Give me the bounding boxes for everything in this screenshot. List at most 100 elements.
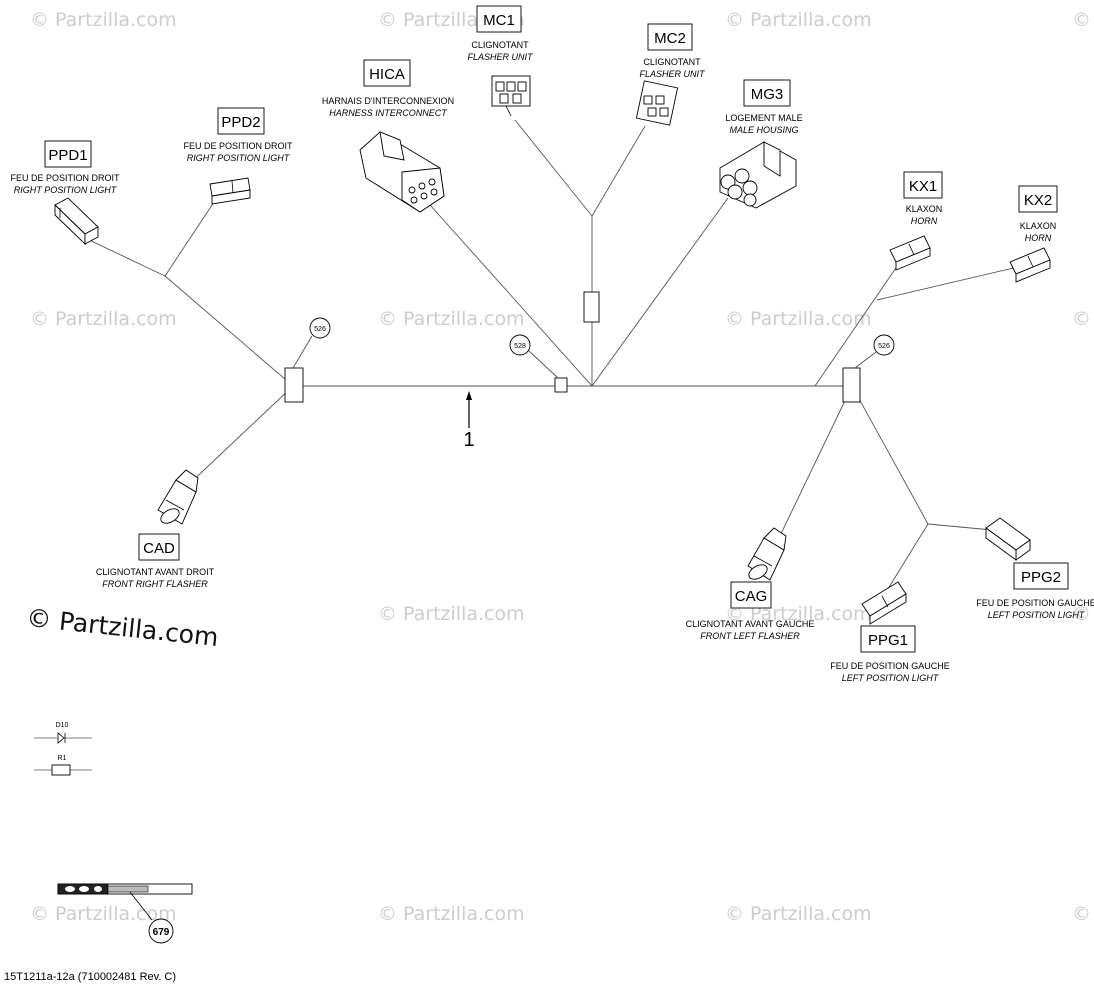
mc1-en: FLASHER UNIT	[467, 52, 534, 62]
ref-number: 528	[514, 343, 526, 350]
ref-callouts: 526 528 526	[292, 317, 895, 379]
hica-label-box	[363, 59, 411, 87]
ref-callout-526	[309, 317, 331, 339]
cag-code: CAG	[735, 588, 768, 605]
ref-callout-528	[509, 334, 531, 356]
hica-code: HICA	[369, 66, 405, 83]
resistor-icon	[51, 764, 71, 776]
part-number-callout: 1	[463, 391, 475, 451]
ppd2-fr: FEU DE POSITION DROIT	[183, 141, 293, 151]
mc1-fr: CLIGNOTANT	[471, 40, 529, 50]
part-number: 1	[463, 429, 474, 451]
splice-left	[284, 367, 304, 403]
kx1-code: KX1	[909, 178, 937, 195]
wire-mc2	[591, 125, 646, 217]
arrow-head-icon	[466, 391, 472, 400]
resistor-label: R1	[58, 755, 67, 762]
harness-wires	[84, 119, 1023, 593]
ppg2-connector-icon	[985, 517, 1031, 561]
wire-ppd2	[164, 195, 219, 277]
kx2-en: HORN	[1025, 233, 1052, 243]
wire-mc1	[514, 119, 593, 217]
watermark: © Partzilla.com	[725, 603, 872, 625]
watermark: © Partzilla.com	[725, 903, 872, 925]
splice-center	[554, 377, 568, 393]
wire-to-ppd-junction	[164, 275, 294, 387]
ppd2-connector-icon	[209, 177, 251, 205]
cag-label-box	[730, 581, 772, 609]
kx1-en: HORN	[911, 216, 938, 226]
mg3-en: MALE HOUSING	[729, 125, 798, 135]
watermark: © Partzilla.com	[1072, 308, 1094, 330]
watermark: © Partzilla.com	[725, 9, 872, 31]
kx1-connector-icon	[889, 235, 931, 271]
wire-cad	[184, 385, 294, 489]
watermark: © Partzilla.com	[378, 903, 525, 925]
mc1-code: MC1	[483, 12, 515, 29]
ppd2-code: PPD2	[221, 114, 260, 131]
mc2-label-box	[647, 23, 693, 51]
wire-hica	[421, 195, 593, 387]
terminal-detail: 679	[57, 883, 193, 944]
connector-bodies	[54, 75, 1051, 625]
cag-connector-icon	[747, 527, 787, 581]
watermark: © Partzilla.com	[30, 903, 177, 925]
ref-number: 526	[878, 343, 890, 350]
harness-splices	[284, 291, 861, 403]
ppg2-en: LEFT POSITION LIGHT	[988, 610, 1086, 620]
ppg1-en: LEFT POSITION LIGHT	[842, 673, 940, 683]
wire-ppg1	[885, 523, 929, 593]
mc2-code: MC2	[654, 30, 686, 47]
watermark: © Partzilla.com	[725, 308, 872, 330]
cad-code: CAD	[143, 540, 175, 557]
hica-en: HARNESS INTERCONNECT	[329, 108, 448, 118]
ppd2-en: RIGHT POSITION LIGHT	[187, 153, 291, 163]
ppd1-fr: FEU DE POSITION DROIT	[10, 173, 120, 183]
diode-icon	[57, 732, 66, 744]
kx2-code: KX2	[1024, 192, 1052, 209]
cag-en: FRONT LEFT FLASHER	[700, 631, 800, 641]
drawing-reference: 15T1211a-12a (710002481 Rev. C)	[4, 971, 177, 983]
mc1-connector-icon	[491, 75, 531, 117]
watermark: © Partzilla.com	[1072, 903, 1094, 925]
ppd1-connector-icon	[54, 197, 99, 246]
symbol-legend: D10 R1	[34, 722, 92, 776]
connector-labels: PPD1 FEU DE POSITION DROIT RIGHT POSITIO…	[10, 5, 1094, 683]
mc2-connector-icon	[635, 80, 679, 126]
splice-right	[842, 367, 861, 403]
watermark: © Partzilla.com	[378, 603, 525, 625]
mc2-en: FLASHER UNIT	[639, 69, 706, 79]
cad-connector-icon	[157, 469, 199, 525]
ppg2-label-box	[1013, 562, 1069, 590]
watermark-layer: © Partzilla.com © Partzilla.com © Partzi…	[30, 9, 1094, 925]
ppg1-connector-icon	[861, 581, 907, 625]
kx1-fr: KLAXON	[906, 204, 943, 214]
wire-cag	[777, 385, 853, 541]
ref-number: 526	[314, 326, 326, 333]
wire-ppd1	[84, 237, 166, 277]
ref-callout-526	[873, 334, 895, 356]
cad-label-box	[138, 533, 180, 561]
mc1-label-box	[476, 5, 522, 33]
fuse-holder	[583, 291, 600, 323]
ppg2-fr: FEU DE POSITION GAUCHE	[976, 598, 1094, 608]
kx2-connector-icon	[1009, 247, 1051, 283]
wire-ppg2	[927, 523, 993, 531]
kx1-label-box	[903, 171, 943, 199]
ppg2-code: PPG2	[1021, 569, 1061, 586]
watermark: © Partzilla.com	[1072, 9, 1094, 31]
cad-en: FRONT RIGHT FLASHER	[102, 579, 208, 589]
cag-fr: CLIGNOTANT AVANT GAUCHE	[686, 619, 815, 629]
mg3-code: MG3	[751, 86, 784, 103]
wire-kx2	[876, 265, 1023, 301]
wire-mg3	[591, 197, 729, 387]
mc2-fr: CLIGNOTANT	[643, 57, 701, 67]
wire-ppg-junction	[851, 385, 929, 525]
ppd1-code: PPD1	[48, 147, 87, 164]
hica-fr: HARNAIS D'INTERCONNEXION	[322, 96, 454, 106]
diode-label: D10	[56, 722, 69, 729]
ppg1-label-box	[860, 625, 916, 653]
ppd2-label-box	[217, 107, 265, 135]
